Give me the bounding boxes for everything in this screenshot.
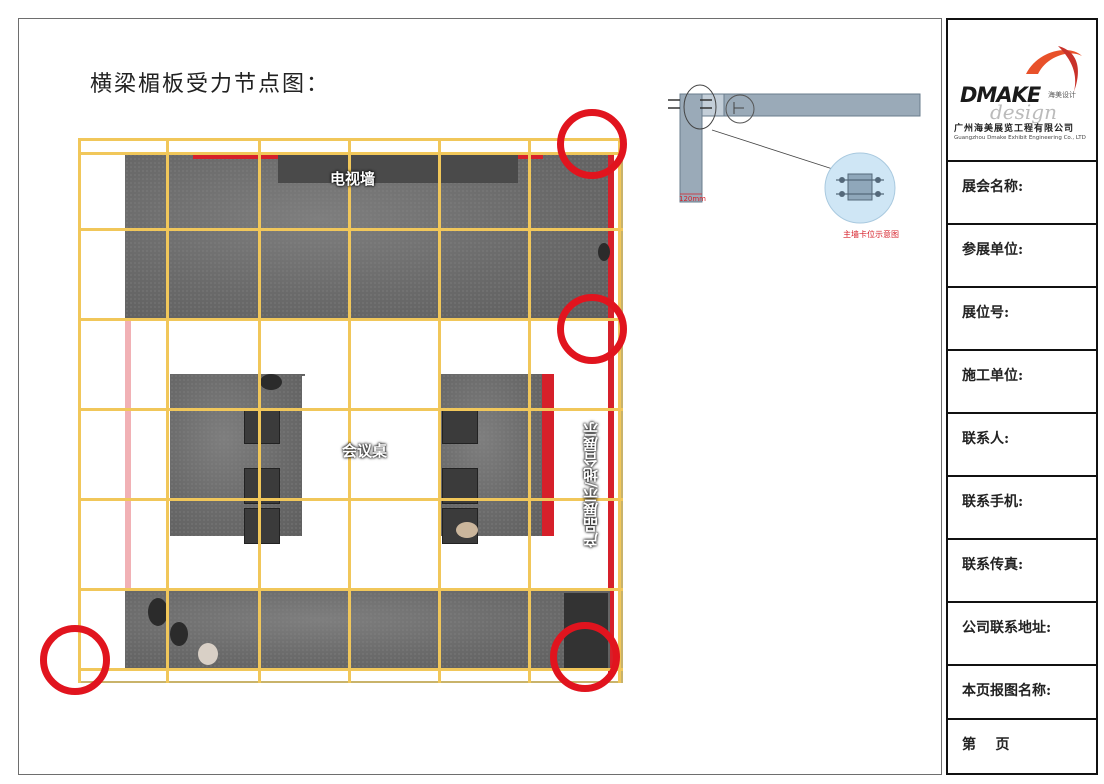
red-glow-left (125, 318, 131, 588)
field-fax: 联系传真: (948, 538, 1096, 601)
field-label: 施工单位: (962, 368, 1024, 384)
chair (244, 408, 280, 444)
beam-line-horizontal (78, 138, 623, 141)
field-booth-number: 展位号: (948, 286, 1096, 349)
meeting-table-label: 会议桌 (342, 442, 388, 460)
corner-joint (701, 93, 725, 117)
field-contact-person: 联系人: (948, 412, 1096, 475)
field-label: 展会名称: (962, 179, 1024, 195)
detail-caption: 主墙卡位示意图 (843, 230, 899, 239)
tv-wall-label: 电视墙 (330, 170, 376, 188)
logo-design: design (990, 100, 1057, 124)
field-label: 本页报图名称: (962, 683, 1052, 699)
logo-brand: DMAKE (960, 83, 1041, 107)
meeting-table (302, 376, 438, 538)
person (260, 374, 282, 390)
beam-line-horizontal (78, 668, 623, 671)
stress-node-circle (40, 625, 110, 695)
field-label: 联系手机: (962, 494, 1024, 510)
stress-node-circle (550, 622, 620, 692)
callout-ellipse (683, 84, 717, 130)
detail-dimension: 120mm (679, 195, 706, 203)
column-vertical (679, 93, 703, 203)
field-page-number: 第 页 (948, 718, 1096, 773)
person (170, 622, 188, 646)
tv-wall (278, 153, 518, 183)
stress-node-circle (557, 109, 627, 179)
beam-line-horizontal (78, 318, 623, 321)
right-red-wall (608, 153, 614, 673)
title-block: DMAKE design 海美设计 广州海美展览工程有限公司 Guangzhou… (946, 18, 1098, 775)
company-logo: DMAKE design 海美设计 广州海美展览工程有限公司 Guangzhou… (948, 20, 1096, 160)
field-label: 公司联系地址: (962, 620, 1052, 636)
person (456, 522, 478, 538)
callout-circle (725, 94, 755, 124)
display-label: 产品展示/地台展示 (582, 422, 600, 548)
logo-swoosh-icon (1026, 46, 1082, 92)
field-label: 联系人: (962, 431, 1010, 447)
field-label: 参展单位: (962, 242, 1024, 258)
field-contractor: 施工单位: (948, 349, 1096, 412)
beam-horizontal (719, 93, 921, 117)
page-title: 横梁楣板受力节点图： (90, 72, 331, 97)
beam-line-horizontal (78, 498, 623, 501)
person (198, 643, 218, 665)
beam-line-horizontal (78, 408, 623, 411)
field-drawing-name: 本页报图名称: (948, 664, 1096, 718)
chair (244, 508, 280, 544)
logo-cn-tag: 海美设计 (1048, 91, 1076, 99)
joint-detail-diagram (668, 84, 921, 224)
field-mobile: 联系手机: (948, 475, 1096, 538)
field-label: 展位号: (962, 305, 1010, 321)
field-exhibition-name: 展会名称: (948, 160, 1096, 223)
leader-line (711, 129, 843, 173)
beam-line-horizontal (78, 588, 623, 591)
company-name-cn: 广州海美展览工程有限公司 (954, 124, 1075, 134)
beam-line-horizontal (78, 152, 623, 155)
beam-line-horizontal (78, 228, 623, 231)
booth-floor-plan: 电视墙 会议桌 产品展示/地台展示 (78, 138, 623, 683)
company-name-en: Guangzhou Dmake Exhibit Engineering Co.,… (954, 135, 1086, 141)
carpet-meeting-left (170, 374, 305, 536)
field-exhibitor: 参展单位: (948, 223, 1096, 286)
field-label: 联系传真: (962, 557, 1024, 573)
chair (442, 408, 478, 444)
field-label: 第 页 (962, 737, 1010, 753)
display-wall (542, 374, 554, 536)
person (148, 598, 168, 626)
drawing-frame (18, 18, 942, 775)
person (598, 243, 610, 261)
stress-node-circle (557, 294, 627, 364)
field-address: 公司联系地址: (948, 601, 1096, 664)
